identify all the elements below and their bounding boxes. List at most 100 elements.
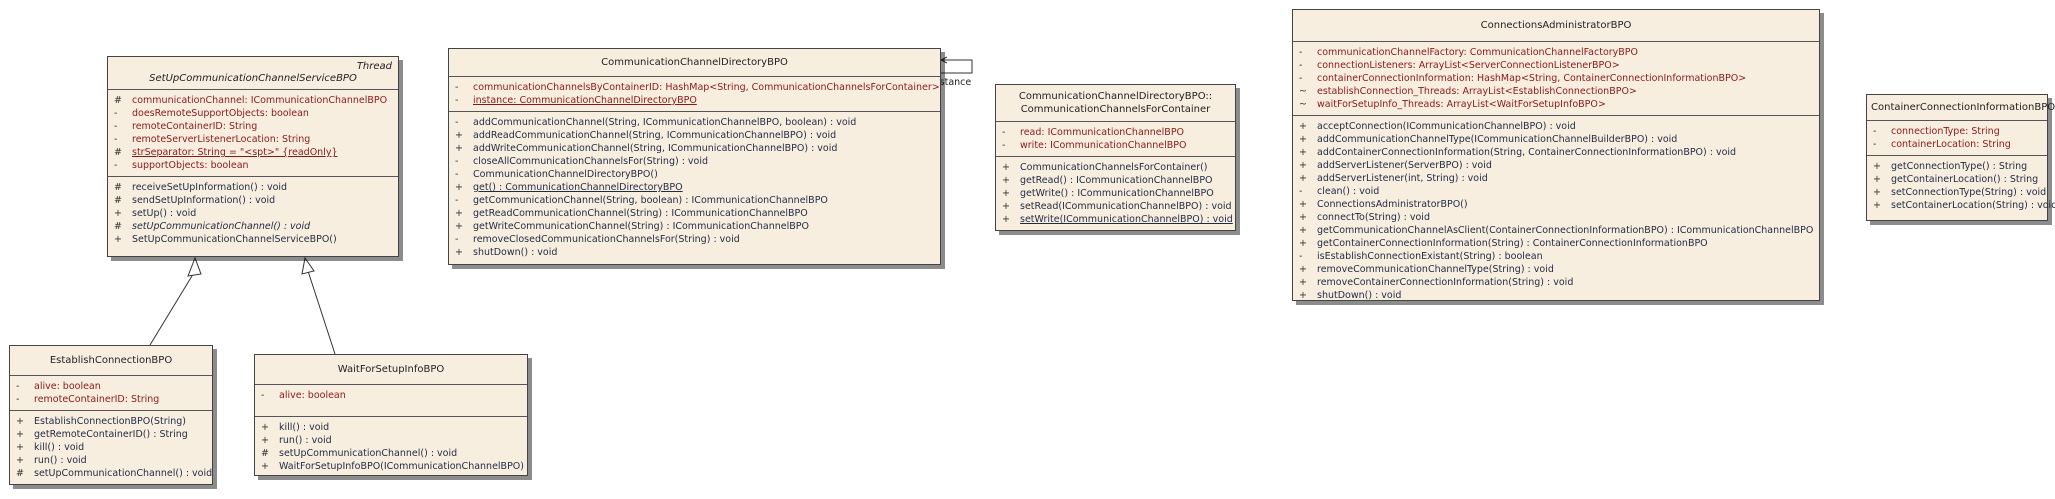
operation-row: +kill() : void [261, 422, 330, 433]
class-communication-channel-directory[interactable]: CommunicationChannelDirectoryBPO -commun… [448, 48, 941, 265]
class-stereotype: Thread [356, 61, 392, 72]
class-header: ContainerConnectionInformationBPO [1867, 95, 2055, 121]
class-name-line1: CommunicationChannelDirectoryBPO:: [1018, 91, 1213, 102]
class-wait-for-setup-info[interactable]: WaitForSetupInfoBPO -alive: boolean +kil… [254, 354, 528, 476]
class-header: ConnectionsAdministratorBPO [1293, 10, 1819, 42]
operation-row: +addWriteCommunicationChannel(String, IC… [455, 143, 838, 154]
operation-row: +removeCommunicationChannelType(String) … [1299, 264, 1554, 275]
attribute-row: -remoteServerListenerLocation: String [114, 134, 311, 145]
class-name: SetUpCommunicationChannelServiceBPO [149, 73, 357, 84]
operation-row: +addReadCommunicationChannel(String, ICo… [455, 130, 837, 141]
class-header: Thread SetUpCommunicationChannelServiceB… [108, 57, 398, 90]
operation-row: #setUpCommunicationChannel() : void [261, 448, 458, 459]
operation-row: +setRead(ICommunicationChannelBPO) : voi… [1002, 201, 1232, 212]
class-header: CommunicationChannelDirectoryBPO [449, 49, 940, 77]
attribute-row: -write: ICommunicationChannelBPO [1002, 140, 1187, 151]
operation-row: #receiveSetUpInformation() : void [114, 182, 288, 193]
class-setup-communication-channel-service[interactable]: Thread SetUpCommunicationChannelServiceB… [107, 56, 399, 257]
operation-row: +getRead() : ICommunicationChannelBPO [1002, 175, 1213, 186]
generalization-arrowhead-wait [301, 256, 315, 275]
class-communication-channels-for-container[interactable]: CommunicationChannelDirectoryBPO:: Commu… [995, 84, 1236, 231]
operations-compartment: +acceptConnection(ICommunicationChannelB… [1293, 115, 1819, 306]
attributes-compartment: -alive: boolean -remoteContainerID: Stri… [10, 376, 212, 410]
class-header: EstablishConnectionBPO [10, 346, 212, 376]
attribute-row: -communicationChannelFactory: Communicat… [1299, 47, 1639, 58]
attribute-row: -connectionType: String [1873, 126, 2000, 137]
class-name: CommunicationChannelDirectoryBPO [601, 57, 788, 68]
generalization-arrowhead-establish [187, 256, 202, 277]
operation-row: #sendSetUpInformation() : void [114, 195, 276, 206]
operations-compartment: +getConnectionType() : String +getContai… [1867, 155, 2055, 216]
attribute-row: #communicationChannel: ICommunicationCha… [114, 95, 388, 106]
attributes-compartment: -communicationChannelFactory: Communicat… [1293, 42, 1819, 115]
operation-row: +shutDown() : void [455, 247, 558, 258]
class-name: ConnectionsAdministratorBPO [1480, 20, 1632, 31]
operation-row: #setUpCommunicationChannel() : void [114, 221, 311, 232]
attribute-row: -connectionListeners: ArrayList<ServerCo… [1299, 60, 1620, 71]
class-name-line2: CommunicationChannelsForContainer [1020, 104, 1211, 115]
self-association-label: instance [931, 77, 971, 88]
operation-row: +addServerListener(ServerBPO) : void [1299, 160, 1492, 171]
operation-row: +shutDown() : void [1299, 290, 1402, 301]
attribute-row: -doesRemoteSupportObjects: boolean [114, 108, 309, 119]
operation-row: +getCommunicationChannelAsClient(Contain… [1299, 225, 1814, 236]
operation-row: +connectTo(String) : void [1299, 212, 1430, 223]
operation-row: +SetUpCommunicationChannelServiceBPO() [114, 234, 337, 245]
operations-compartment: #receiveSetUpInformation() : void #sendS… [108, 176, 398, 250]
class-name: EstablishConnectionBPO [49, 355, 173, 366]
operations-compartment: +kill() : void +run() : void #setUpCommu… [255, 416, 527, 477]
attribute-row: ~waitForSetupInfo_Threads: ArrayList<Wai… [1299, 99, 1606, 110]
operation-row: +getWriteCommunicationChannel(String) : … [455, 221, 809, 232]
self-association-arrowhead [939, 56, 948, 64]
attribute-row: -containerConnectionInformation: HashMap… [1299, 73, 1747, 84]
operation-row: +addContainerConnectionInformation(Strin… [1299, 147, 1737, 158]
class-name: WaitForSetupInfoBPO [337, 364, 445, 375]
operation-row: +removeContainerConnectionInformation(St… [1299, 277, 1574, 288]
attributes-compartment: #communicationChannel: ICommunicationCha… [108, 90, 398, 176]
attribute-row: -read: ICommunicationChannelBPO [1002, 127, 1185, 138]
attributes-compartment: -connectionType: String -containerLocati… [1867, 121, 2047, 155]
generalization-line-wait [307, 270, 336, 355]
attribute-row: -remoteContainerID: String [114, 121, 258, 132]
attribute-row: -remoteContainerID: String [16, 394, 160, 405]
class-header: WaitForSetupInfoBPO [255, 355, 527, 385]
operation-row: +getConnectionType() : String [1873, 161, 2028, 172]
operations-compartment: +CommunicationChannelsForContainer() +ge… [996, 156, 1235, 230]
operation-row: +getContainerLocation() : String [1873, 174, 2039, 185]
attribute-row: -communicationChannelsByContainerID: Has… [455, 82, 940, 93]
operation-row: +setContainerLocation(String) : void [1873, 200, 2055, 211]
operation-row: +kill() : void [16, 442, 85, 453]
operation-row: +addCommunicationChannelType(ICommunicat… [1299, 134, 1678, 145]
class-connections-administrator[interactable]: ConnectionsAdministratorBPO -communicati… [1292, 9, 1820, 301]
operation-row: -clean() : void [1299, 186, 1380, 197]
operation-row: +acceptConnection(ICommunicationChannelB… [1299, 121, 1576, 132]
operation-row: +addServerListener(int, String) : void [1299, 173, 1488, 184]
operation-row: +getRemoteContainerID() : String [16, 429, 188, 440]
operations-compartment: +EstablishConnectionBPO(String) +getRemo… [10, 410, 212, 484]
attribute-row: ~establishConnection_Threads: ArrayList<… [1299, 86, 1637, 97]
operation-row: +CommunicationChannelsForContainer() [1002, 162, 1208, 173]
attribute-row: -instance: CommunicationChannelDirectory… [455, 95, 697, 106]
attribute-row: -supportObjects: boolean [114, 160, 249, 171]
operation-row: -isEstablishConnectionExistant(String) :… [1299, 251, 1543, 262]
operation-row: +setConnectionType(String) : void [1873, 187, 2047, 198]
operation-row: +run() : void [261, 435, 332, 446]
operation-row: -removeClosedCommunicationChannelsFor(St… [455, 234, 740, 245]
operation-row: -getCommunicationChannel(String, boolean… [455, 195, 828, 206]
generalization-line-establish [149, 270, 196, 346]
attribute-row: -alive: boolean [16, 381, 101, 392]
operation-row: +getContainerConnectionInformation(Strin… [1299, 238, 1708, 249]
operation-row: #setUpCommunicationChannel() : void [16, 468, 213, 479]
operation-row: +run() : void [16, 455, 87, 466]
class-name: ContainerConnectionInformationBPO [1871, 102, 2055, 113]
operation-row: +setUp() : void [114, 208, 197, 219]
attributes-compartment: -alive: boolean [255, 385, 527, 416]
class-container-connection-information[interactable]: ContainerConnectionInformationBPO -conne… [1866, 94, 2055, 221]
attribute-row: -alive: boolean [261, 390, 346, 401]
class-establish-connection[interactable]: EstablishConnectionBPO -alive: boolean -… [9, 345, 213, 485]
operation-row: -addCommunicationChannel(String, ICommun… [455, 117, 857, 128]
attribute-row: -containerLocation: String [1873, 139, 2011, 150]
operation-row: -CommunicationChannelDirectoryBPO() [455, 169, 658, 180]
operations-compartment: -addCommunicationChannel(String, ICommun… [449, 111, 940, 263]
operation-row: +WaitForSetupInfoBPO(ICommunicationChann… [261, 461, 524, 472]
